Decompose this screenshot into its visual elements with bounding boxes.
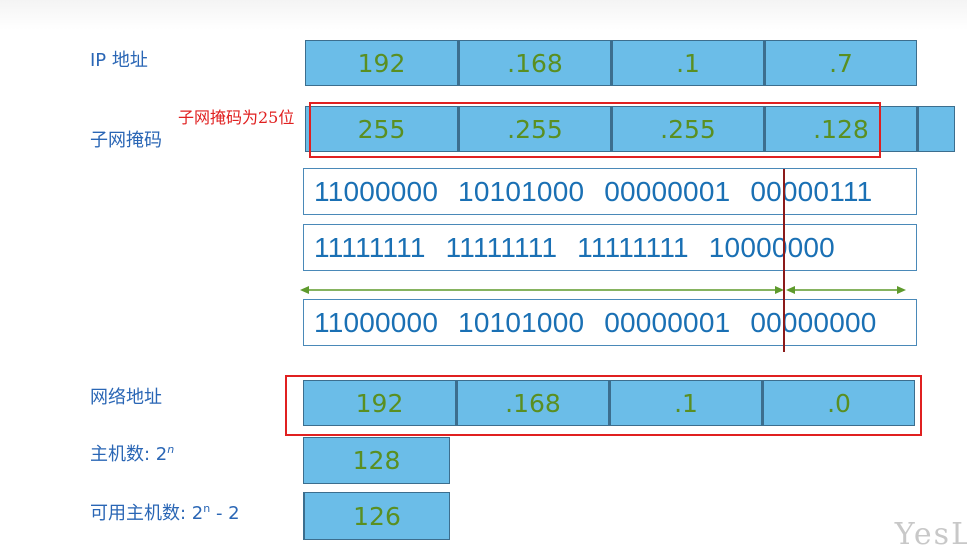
mask-octet-2: .255 <box>458 106 611 152</box>
network-octet-1: 192 <box>303 380 456 426</box>
network-octet-4: .0 <box>762 380 915 426</box>
usable-host-count-label-base: 可用主机数: 2 <box>90 503 204 524</box>
mask-row-extension <box>917 106 955 152</box>
binary-ip-row: 11000000 10101000 00000001 00000111 <box>303 168 917 215</box>
ip-address-row: 192 .168 .1 .7 <box>305 40 917 86</box>
network-arrow-right-head <box>775 286 784 294</box>
host-count-exponent: n <box>167 443 175 456</box>
binary-mask-row: 11111111 11111111 11111111 10000000 <box>303 224 917 271</box>
subnet-mask-row: 255 .255 .255 .128 <box>305 106 955 152</box>
watermark-text: YesL <box>894 517 967 552</box>
network-address-highlight-box <box>285 375 922 436</box>
mask-boundary-line <box>783 169 785 352</box>
usable-host-count-label-suffix: - 2 <box>210 503 240 524</box>
mask-length-annotation: 子网掩码为25位 <box>178 108 295 127</box>
network-octet-2: .168 <box>456 380 609 426</box>
host-count-label-base: 主机数: 2 <box>90 444 168 465</box>
host-count-value: 128 <box>303 437 450 484</box>
ip-octet-2: .168 <box>458 40 611 86</box>
network-octet-3: .1 <box>609 380 762 426</box>
subnet-mask-label: 子网掩码 <box>90 130 162 151</box>
host-arrow-right-head <box>897 286 906 294</box>
host-arrow-left-head <box>786 286 795 294</box>
network-address-row: 192 .168 .1 .0 <box>303 380 915 426</box>
ip-octet-1: 192 <box>305 40 458 86</box>
mask-octet-4: .128 <box>764 106 917 152</box>
usable-host-count-exponent: n <box>203 502 211 515</box>
mask-octet-1: 255 <box>305 106 458 152</box>
usable-host-count-value: 126 <box>303 492 450 540</box>
usable-host-count-label: 可用主机数: 2n - 2 <box>90 499 240 525</box>
binary-network-row: 11000000 10101000 00000001 00000000 <box>303 299 917 346</box>
ip-octet-3: .1 <box>611 40 764 86</box>
network-arrow-left-head <box>300 286 309 294</box>
network-address-label: 网络地址 <box>90 387 162 408</box>
ip-octet-4: .7 <box>764 40 917 86</box>
mask-octet-3: .255 <box>611 106 764 152</box>
host-count-label: 主机数: 2n <box>90 440 174 466</box>
mask-highlight-box <box>309 102 881 158</box>
ip-address-label: IP 地址 <box>90 50 148 71</box>
